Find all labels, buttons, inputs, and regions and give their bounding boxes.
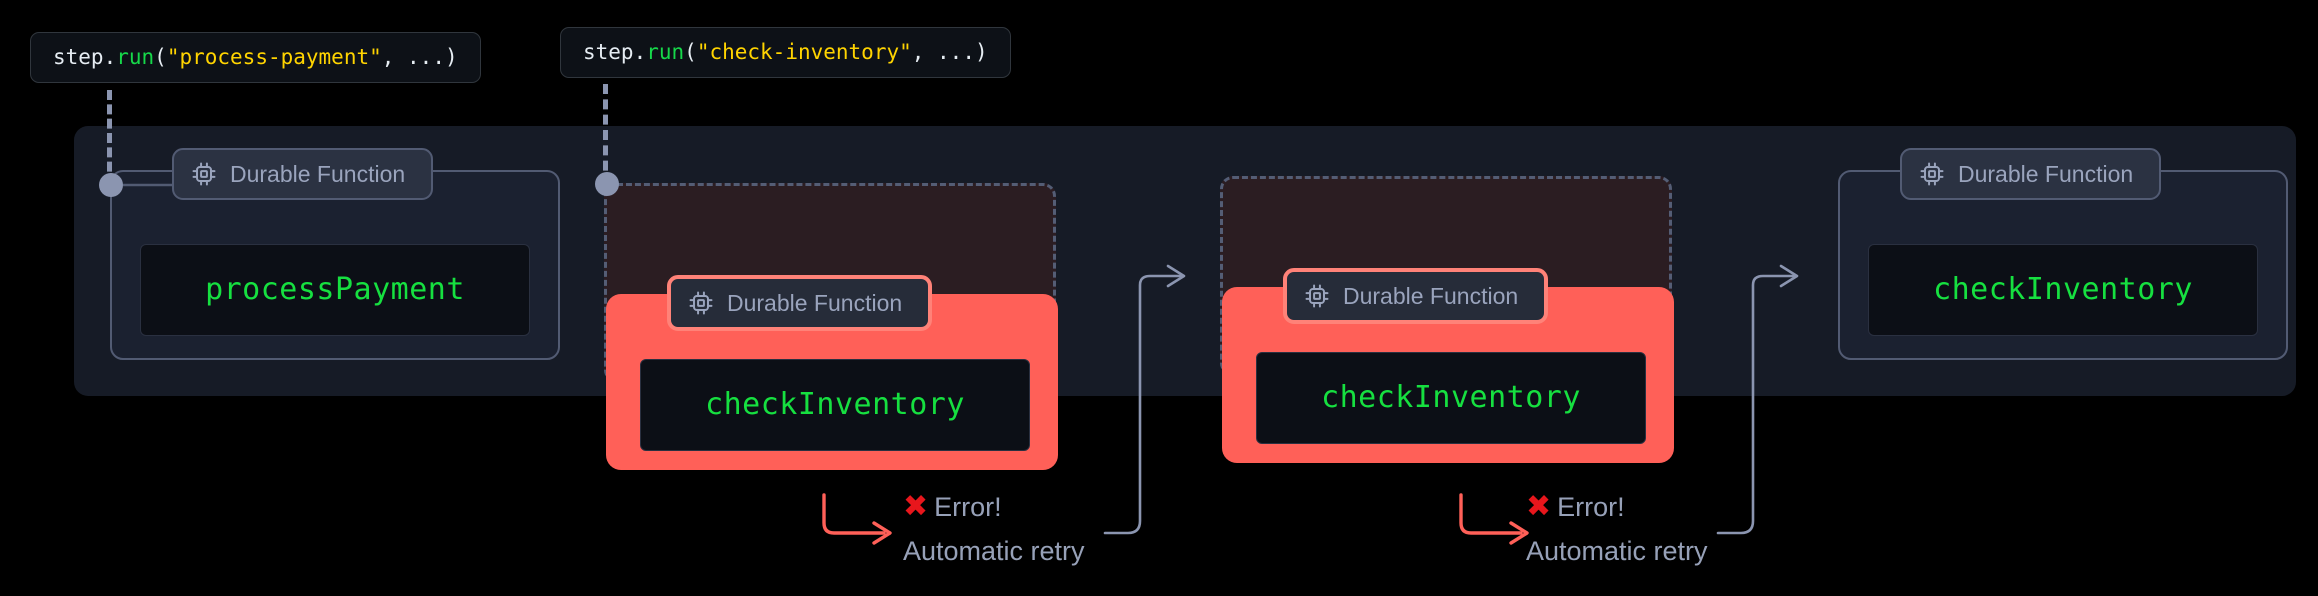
step-3-function-name: checkInventory [1321,380,1581,415]
error-2-label: Error! [1557,491,1625,522]
step-4-group: Durable Function checkInventory [1838,148,2288,360]
step-2-function-name: checkInventory [705,387,965,422]
step-1-badge[interactable]: Durable Function [172,148,434,200]
drop-line-step-1 [107,90,112,186]
red-x-icon: ✖ [1526,489,1552,524]
error-1-line: ✖ Error! [903,492,1085,522]
code-token-string: "process-payment" [166,45,382,69]
step-4-badge-label: Durable Function [1958,160,2134,187]
code-token-object: step. [583,40,647,64]
step-3-codebox: checkInventory [1256,352,1646,444]
error-annotation-2: ✖ Error! Automatic retry [1526,492,1708,565]
step-1-function-name: processPayment [205,272,465,307]
code-token-open-paren: ( [154,45,167,69]
step-3-badge-label: Durable Function [1343,282,1519,309]
step-4-function-name: checkInventory [1933,272,2193,307]
error-2-line: ✖ Error! [1526,492,1708,522]
red-x-icon: ✖ [903,489,929,524]
error-annotation-1: ✖ Error! Automatic retry [903,492,1085,565]
cpu-chip-icon [1918,160,1946,188]
cpu-chip-icon [1303,282,1331,310]
step-3-group: Durable Function checkInventory [1220,176,1674,463]
step-1-group: Durable Function processPayment [110,148,560,360]
code-label-process-payment: step.run("process-payment", ...) [30,32,481,83]
cpu-chip-icon [190,160,218,188]
step-4-codebox: checkInventory [1868,244,2258,336]
error-1-label: Error! [934,491,1002,522]
code-token-rest: , ...) [381,45,458,69]
code-token-open-paren: ( [684,40,697,64]
code-token-string: "check-inventory" [696,40,912,64]
drop-line-step-2 [603,84,608,186]
code-label-check-inventory: step.run("check-inventory", ...) [560,27,1011,78]
code-token-method: run [116,45,155,69]
connector-dot-step-1 [99,173,123,197]
step-2-badge-label: Durable Function [727,289,903,316]
code-token-object: step. [53,45,117,69]
step-2-group: Durable Function checkInventory [604,183,1058,470]
error-2-retry-label: Automatic retry [1526,536,1708,566]
code-token-rest: , ...) [911,40,988,64]
step-2-codebox: checkInventory [640,359,1030,451]
error-1-retry-label: Automatic retry [903,536,1085,566]
code-token-method: run [646,40,685,64]
step-1-badge-label: Durable Function [230,160,406,187]
cpu-chip-icon [687,289,715,317]
connector-dot-step-2 [595,172,619,196]
step-3-badge[interactable]: Durable Function [1283,268,1549,324]
step-2-badge[interactable]: Durable Function [667,275,933,331]
step-1-codebox: processPayment [140,244,530,336]
step-4-badge[interactable]: Durable Function [1900,148,2162,200]
